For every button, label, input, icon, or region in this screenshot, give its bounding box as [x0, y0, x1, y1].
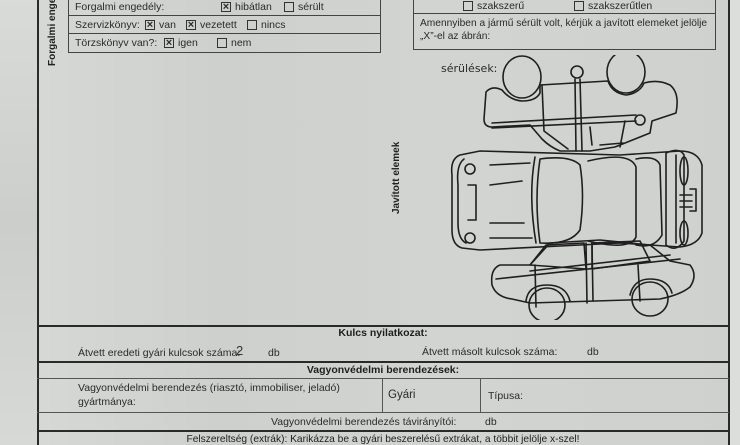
original-keys-label: Átvett eredeti gyári kulcsok száma: — [78, 347, 241, 359]
row-repair-quality: szakszerű szakszerűtlen — [414, 0, 715, 14]
checkbox-empty-icon[interactable] — [574, 0, 584, 11]
remotes-label: Vagyonvédelmi berendezés távirányítói: — [271, 416, 457, 428]
checkbox-checked-icon[interactable] — [145, 18, 155, 32]
checkbox-empty-icon[interactable] — [217, 38, 227, 48]
option-szakszeru[interactable]: szakszerű — [463, 0, 524, 12]
section-divider — [37, 325, 729, 327]
row-instruction: Amennyiben a jármű sérült volt, kérjük a… — [414, 14, 715, 48]
option-vezetett[interactable]: vezetett — [186, 18, 237, 32]
option-label: sérült — [298, 0, 324, 13]
original-keys-value[interactable]: 2 — [236, 343, 244, 358]
option-label: igen — [178, 37, 198, 49]
keys-section-header: Kulcs nyilatkozat: — [338, 327, 428, 339]
cell-divider — [480, 378, 481, 412]
option-label: hibátlan — [235, 0, 272, 13]
row-label: Törzskönyv van?: — [75, 37, 158, 49]
instruction-line1: Amennyiben a jármű sérült volt, kérjük a… — [420, 18, 708, 29]
damage-label: sérülések: — [441, 62, 498, 75]
option-label: vezetett — [200, 18, 237, 31]
option-label: szakszerűtlen — [588, 0, 653, 12]
extras-section-header: Felszereltség (extrák): Karikázza be a g… — [186, 434, 580, 445]
row-divider — [37, 378, 729, 379]
checkbox-empty-icon[interactable] — [463, 0, 473, 11]
option-label: nem — [231, 37, 252, 49]
option-szakszerutlen[interactable]: szakszerűtlen — [574, 0, 652, 12]
side-label-registration: Forgalmi enge — [47, 0, 58, 66]
copied-keys-unit: db — [587, 346, 599, 358]
row-label: Szervizkönyv: — [75, 18, 140, 31]
security-section-header: Vagyonvédelmi berendezések: — [306, 364, 460, 376]
option-van[interactable]: van — [145, 18, 176, 32]
frame-right-border — [728, 0, 730, 445]
checkbox-checked-icon[interactable] — [221, 0, 231, 14]
security-make-label: Vagyonvédelmi berendezés (riasztó, immob… — [78, 382, 340, 394]
option-serult[interactable]: sérült — [284, 1, 324, 13]
page-margin — [0, 0, 37, 445]
copied-keys-label: Átvett másolt kulcsok száma: — [422, 346, 558, 358]
repair-box: szakszerű szakszerűtlen Amennyiben a jár… — [413, 0, 716, 50]
row-szervizkonyv: Szervizkönyv: van vezetett nincs — [69, 16, 380, 34]
section-divider — [37, 361, 729, 363]
checkbox-empty-icon[interactable] — [284, 1, 294, 12]
original-keys-unit: db — [268, 347, 280, 359]
row-divider — [37, 412, 729, 413]
checkbox-checked-icon[interactable] — [164, 36, 174, 50]
side-label-repaired-parts: Javított elemek — [391, 141, 402, 214]
row-forgalmi: Forgalmi engedély: hibátlan sérült — [69, 0, 380, 16]
security-type-label: Típusa: — [488, 390, 524, 402]
section-divider — [37, 430, 729, 432]
checkbox-empty-icon[interactable] — [247, 19, 257, 30]
option-nem[interactable]: nem — [217, 37, 251, 49]
option-label: szakszerű — [477, 0, 525, 12]
car-diagram-icon[interactable] — [440, 55, 710, 320]
registration-table: Forgalmi engedély: hibátlan sérült Szerv… — [68, 0, 381, 53]
row-label: Forgalmi engedély: — [75, 0, 165, 13]
option-hibatlan[interactable]: hibátlan — [221, 0, 272, 14]
cell-divider — [382, 378, 383, 412]
security-make-label-line2: gyártmánya: — [78, 396, 136, 408]
remotes-unit: db — [485, 416, 497, 428]
security-make-value[interactable]: Gyári — [388, 389, 416, 401]
option-label: van — [159, 18, 176, 31]
option-nincs[interactable]: nincs — [247, 19, 286, 31]
option-label: nincs — [261, 18, 286, 31]
frame-left-border — [37, 0, 39, 445]
option-igen[interactable]: igen — [164, 36, 198, 50]
instruction-line2: „X”-el az ábrán: — [420, 31, 491, 42]
checkbox-checked-icon[interactable] — [186, 18, 196, 32]
page-margin-right — [729, 0, 740, 445]
row-torzskonyv: Törzskönyv van?: igen nem — [69, 34, 380, 52]
